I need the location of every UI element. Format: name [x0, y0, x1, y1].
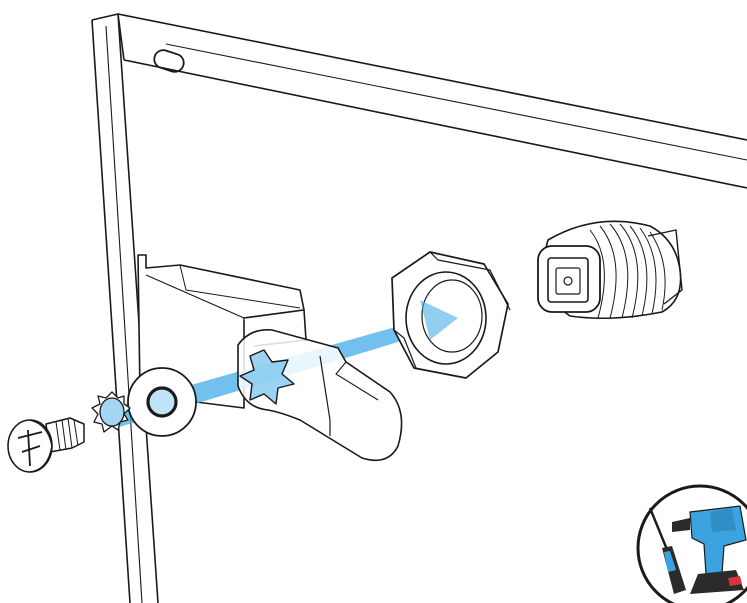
cordless-drill-icon — [672, 505, 747, 594]
flat-washer — [127, 367, 197, 437]
hex-nut — [391, 251, 511, 379]
cam-lever — [237, 328, 403, 462]
lock-washer — [91, 391, 131, 433]
cam-lock-cylinder — [537, 220, 683, 320]
screwdriver-icon — [648, 507, 686, 594]
phillips-screw — [7, 417, 85, 473]
tools-required-badge — [636, 484, 747, 603]
